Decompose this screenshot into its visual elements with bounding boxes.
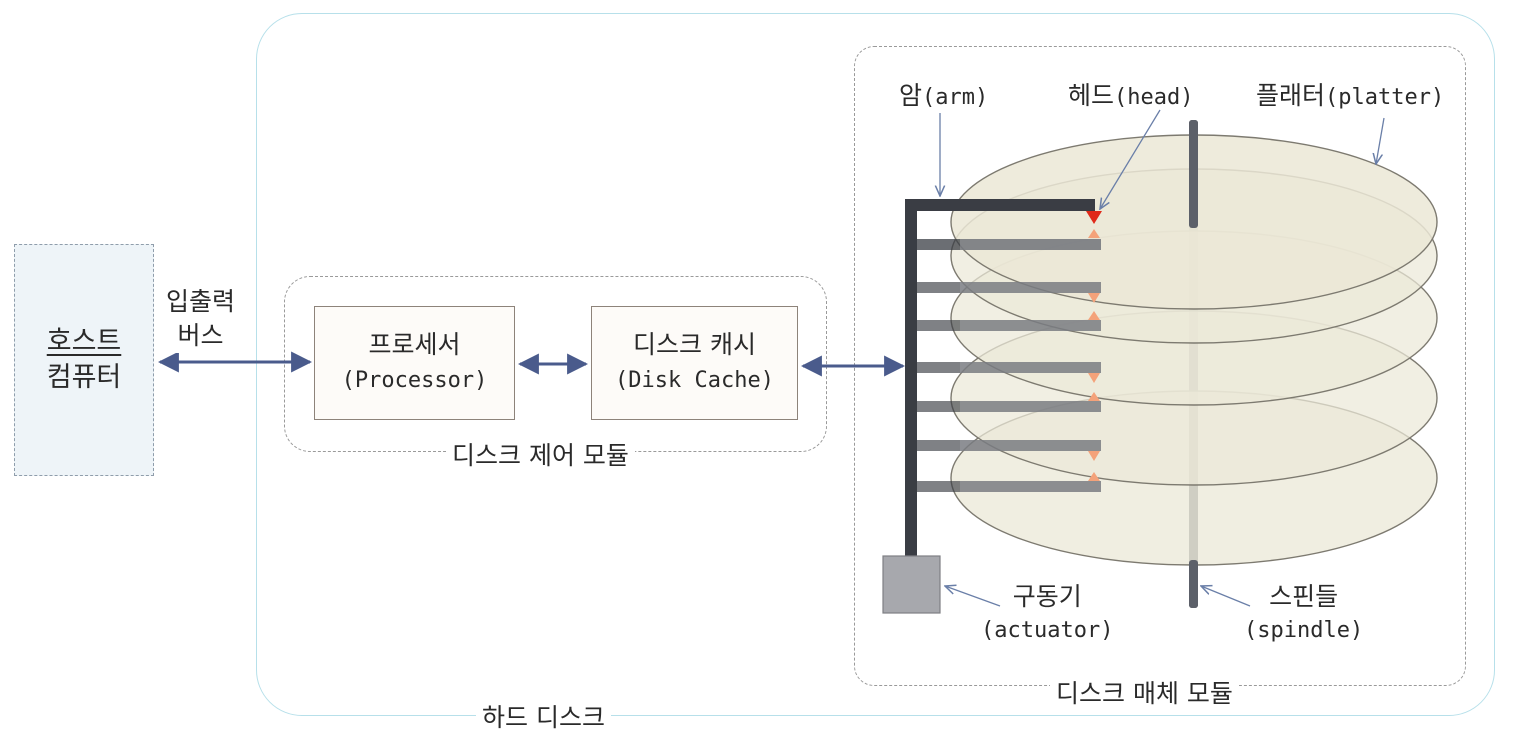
io-bus-label: 입출력 버스 xyxy=(160,285,242,353)
head-label-ko: 헤드 xyxy=(1068,81,1115,110)
processor-label-ko: 프로세서 xyxy=(368,330,461,359)
platter-label-en: (platter) xyxy=(1325,85,1445,110)
head-top xyxy=(1086,211,1102,224)
io-bus-label-line1: 입출력 xyxy=(166,287,236,316)
platter-label-ko: 플래터 xyxy=(1256,81,1326,110)
spindle-label: 스핀들 (spindle) xyxy=(1238,580,1369,648)
actuator-label-en: (actuator) xyxy=(981,618,1114,643)
host-label-line1: 호스트 xyxy=(46,326,122,357)
spindle-label-en: (spindle) xyxy=(1244,618,1364,643)
arm-label: 암(arm) xyxy=(893,76,994,112)
disk-cache-box: 디스크 캐시 (Disk Cache) xyxy=(591,306,798,420)
spindle-label-ko: 스핀들 xyxy=(1269,582,1339,611)
io-bus-label-line2: 버스 xyxy=(177,321,224,350)
actuator-label: 구동기 (actuator) xyxy=(975,580,1119,648)
actuator-block xyxy=(882,555,941,614)
processor-label-en: (Processor) xyxy=(341,368,488,393)
cache-label-ko: 디스크 캐시 xyxy=(633,330,756,359)
disk-control-module-label: 디스크 제어 모듈 xyxy=(446,436,635,472)
arm-label-ko: 암 xyxy=(899,81,923,110)
cache-label-en: (Disk Cache) xyxy=(615,368,774,393)
platter-callout xyxy=(1376,117,1385,164)
platter-stack xyxy=(950,134,1438,566)
processor-box: 프로세서 (Processor) xyxy=(314,306,515,420)
spindle-callout xyxy=(1201,586,1251,607)
host-computer: 호스트 컴퓨터 xyxy=(14,244,154,476)
head-label-en: (head) xyxy=(1114,85,1194,110)
head-label: 헤드(head) xyxy=(1062,76,1200,112)
disk-media-module-label: 디스크 매체 모듈 xyxy=(1050,674,1239,710)
head-callout xyxy=(1100,109,1161,209)
actuator-label-ko: 구동기 xyxy=(1012,582,1082,611)
hard-disk-label: 하드 디스크 xyxy=(476,698,611,734)
arm-assembly xyxy=(905,199,1101,561)
host-label-line2: 컴퓨터 xyxy=(46,362,122,393)
arm-label-en: (arm) xyxy=(922,85,989,110)
platter-label: 플래터(platter) xyxy=(1250,76,1450,112)
actuator-callout xyxy=(945,586,1001,607)
heads xyxy=(1086,211,1102,481)
